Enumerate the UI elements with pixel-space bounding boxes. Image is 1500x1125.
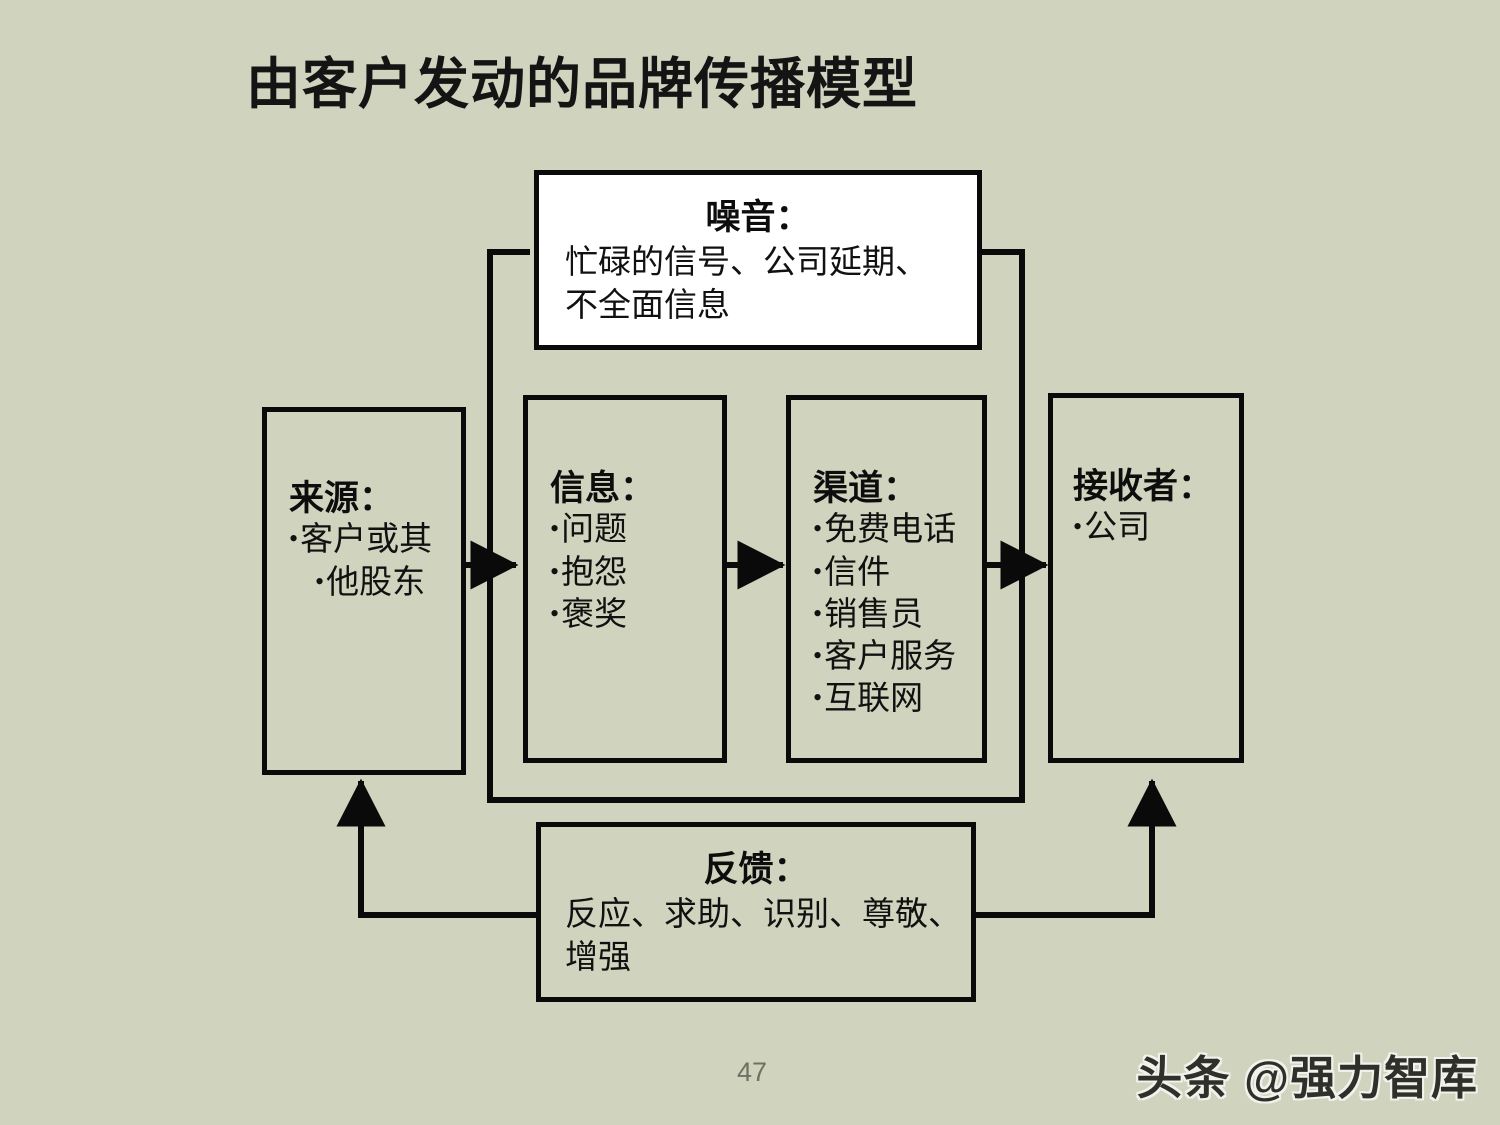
- noise-box-lines: 忙碌的信号、公司延期、 不全面信息: [539, 242, 977, 326]
- noise-box-title: 噪音：: [705, 198, 811, 237]
- message-box-bullets: 问题 抱怨 褒奖: [550, 509, 722, 636]
- source-box-bullets: 客户或其 他股东: [289, 519, 461, 603]
- channel-bullet-5: 互联网: [813, 678, 982, 720]
- receiver-box-bullets: 公司: [1073, 507, 1239, 549]
- message-box-title: 信息：: [550, 469, 656, 508]
- feedback-box[interactable]: 反馈： 反应、求助、识别、尊敬、 增强: [536, 822, 976, 1002]
- watermark: 头条 @强力智库: [1136, 1052, 1478, 1104]
- receiver-box-title: 接收者：: [1073, 467, 1214, 506]
- channel-bullet-4: 客户服务: [813, 636, 982, 678]
- channel-box[interactable]: 渠道： 免费电话 信件 销售员 客户服务 互联网: [786, 395, 987, 763]
- feedback-line-1: 反应、求助、识别、尊敬、: [565, 897, 961, 934]
- channel-bullet-1: 免费电话: [813, 509, 982, 551]
- feedback-box-title: 反馈：: [703, 850, 809, 889]
- page-title: 由客户发动的品牌传播模型: [246, 54, 919, 115]
- channel-bullet-2: 信件: [813, 552, 982, 594]
- source-bullet-1-cont: 他股东: [289, 562, 461, 604]
- source-box[interactable]: 来源： 客户或其 他股东: [262, 407, 466, 775]
- feedback-box-lines: 反应、求助、识别、尊敬、 增强: [541, 894, 971, 978]
- channel-box-bullets: 免费电话 信件 销售员 客户服务 互联网: [813, 509, 982, 720]
- message-bullet-1: 问题: [550, 509, 722, 551]
- noise-line-2: 不全面信息: [565, 287, 730, 324]
- message-bullet-3: 褒奖: [550, 594, 722, 636]
- noise-box[interactable]: 噪音： 忙碌的信号、公司延期、 不全面信息: [534, 170, 982, 350]
- message-bullet-2: 抱怨: [550, 552, 722, 594]
- channel-box-title: 渠道：: [813, 469, 919, 508]
- arrow-feedback-to-source: [336, 778, 537, 918]
- arrow-feedback-to-receiver: [973, 778, 1177, 918]
- noise-line-1: 忙碌的信号、公司延期、: [565, 245, 928, 282]
- page-number: 47: [737, 1057, 768, 1087]
- receiver-bullet-1: 公司: [1073, 507, 1239, 549]
- channel-bullet-3: 销售员: [813, 594, 982, 636]
- feedback-line-2: 增强: [565, 939, 631, 976]
- source-box-title: 来源：: [289, 479, 395, 518]
- message-box[interactable]: 信息： 问题 抱怨 褒奖: [523, 395, 727, 763]
- source-bullet-1: 客户或其: [289, 519, 461, 561]
- receiver-box[interactable]: 接收者： 公司: [1048, 393, 1244, 763]
